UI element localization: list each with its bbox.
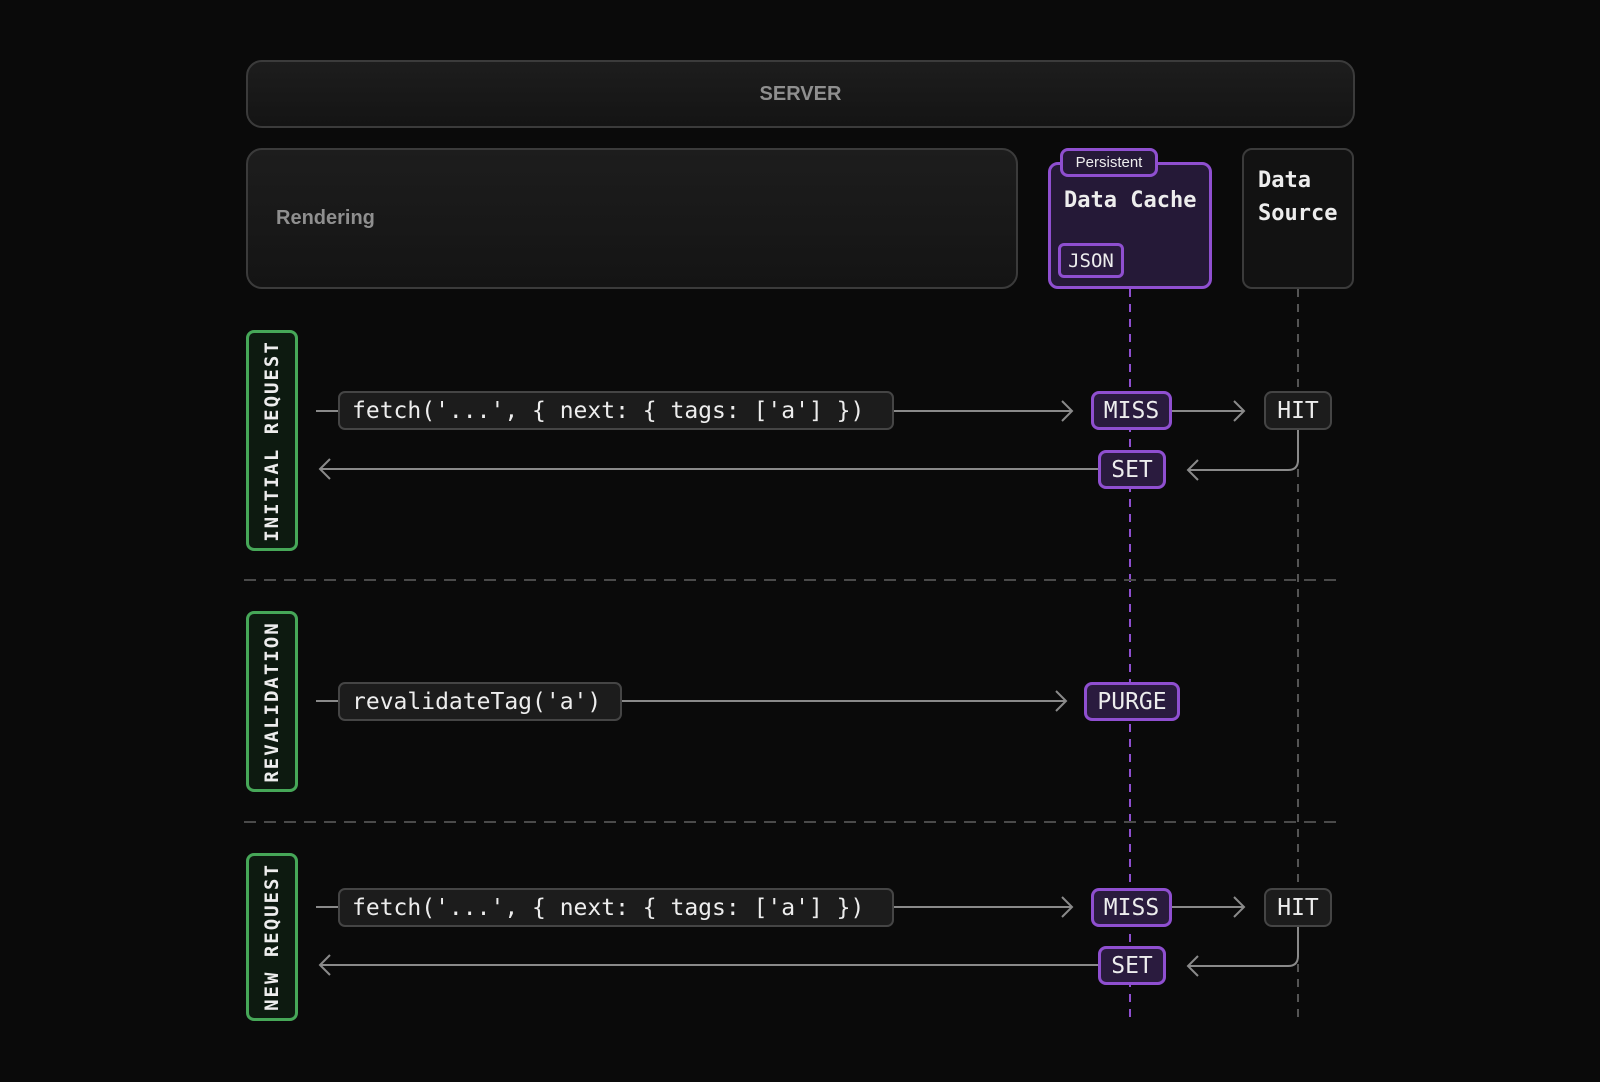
arrowhead-new-hit-set bbox=[1186, 955, 1199, 977]
arrowhead-initial-return bbox=[318, 458, 331, 480]
arrowhead-new-call bbox=[1061, 896, 1074, 918]
data-cache-title: Data Cache bbox=[1064, 188, 1197, 213]
initial-fetch-call: fetch('...', { next: { tags: ['a'] }) bbox=[338, 391, 894, 430]
phase-initial-request: INITIAL REQUEST bbox=[246, 330, 298, 551]
data-source-title-line1: Data bbox=[1258, 168, 1311, 193]
data-source-title: Data Source bbox=[1258, 164, 1337, 230]
rendering-box: Rendering bbox=[246, 148, 1018, 289]
new-fetch-call: fetch('...', { next: { tags: ['a'] }) bbox=[338, 888, 894, 927]
phase-initial-label: INITIAL REQUEST bbox=[261, 339, 283, 542]
initial-set-chip: SET bbox=[1098, 450, 1166, 489]
revalidate-tag-call: revalidateTag('a') bbox=[338, 682, 622, 721]
data-source-title-line2: Source bbox=[1258, 201, 1338, 226]
phase-revalidation-label: REVALIDATION bbox=[261, 620, 283, 783]
arrow-initial-hit-set bbox=[1188, 430, 1299, 471]
arrowhead-new-miss-hit bbox=[1233, 896, 1246, 918]
arrowhead-initial-hit-set bbox=[1186, 459, 1199, 481]
phase-new-label: NEW REQUEST bbox=[261, 863, 283, 1011]
server-label: SERVER bbox=[759, 82, 842, 105]
phase-new-request: NEW REQUEST bbox=[246, 853, 298, 1021]
json-chip: JSON bbox=[1058, 243, 1124, 278]
arrowhead-initial-miss-hit bbox=[1233, 400, 1246, 422]
persistent-badge: Persistent bbox=[1060, 148, 1158, 177]
initial-miss-chip: MISS bbox=[1091, 391, 1172, 430]
arrowhead-new-return bbox=[318, 954, 331, 976]
new-miss-chip: MISS bbox=[1091, 888, 1172, 927]
arrowhead-revalidate bbox=[1055, 690, 1068, 712]
rendering-label: Rendering bbox=[276, 207, 375, 229]
arrow-new-hit-set bbox=[1188, 926, 1299, 967]
new-hit-chip: HIT bbox=[1264, 888, 1332, 927]
phase-revalidation: REVALIDATION bbox=[246, 611, 298, 792]
purge-chip: PURGE bbox=[1084, 682, 1180, 721]
new-set-chip: SET bbox=[1098, 946, 1166, 985]
arrowhead-initial-call bbox=[1061, 400, 1074, 422]
data-source-box bbox=[1242, 148, 1354, 289]
server-box: SERVER bbox=[246, 60, 1355, 128]
initial-hit-chip: HIT bbox=[1264, 391, 1332, 430]
